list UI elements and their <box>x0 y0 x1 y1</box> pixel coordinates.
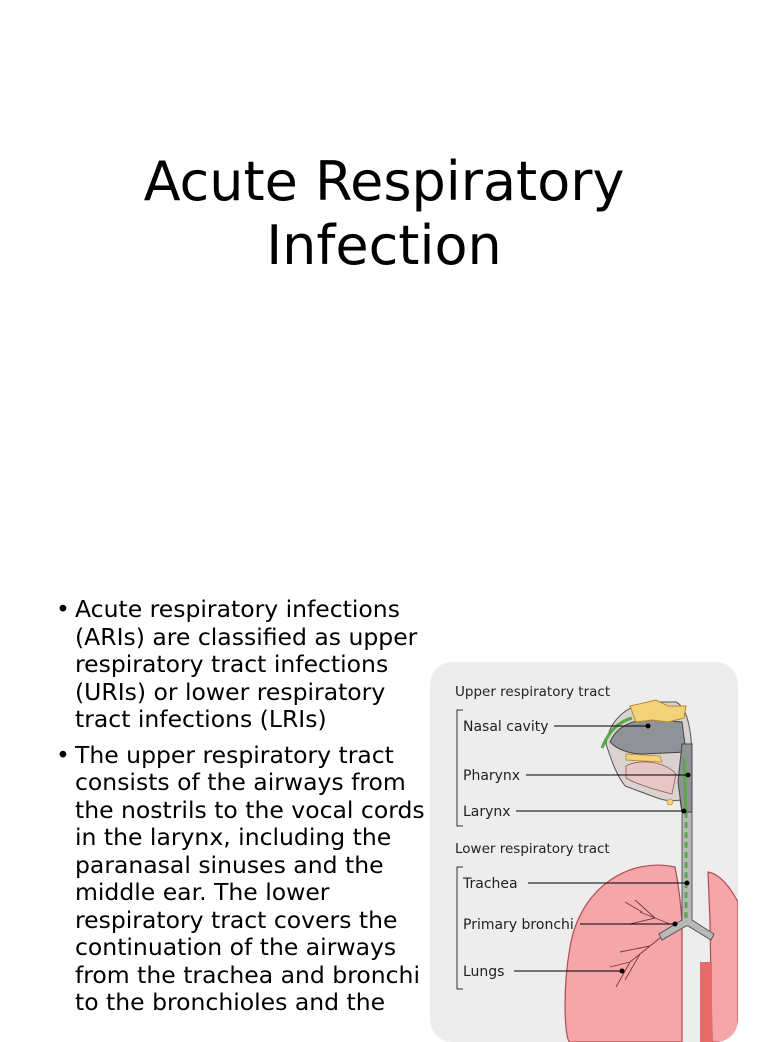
bullet-text: Acute respiratory infections (ARIs) are … <box>75 595 418 733</box>
palate-bone-shape <box>625 753 663 763</box>
point-lungs <box>619 968 625 974</box>
hyoid-bone <box>666 798 674 806</box>
slide-title-line-2: Infection <box>266 214 502 277</box>
bullet-item: • The upper respiratory tract consists o… <box>56 740 426 1017</box>
point-pharynx <box>685 772 691 778</box>
label-larynx: Larynx <box>463 804 511 820</box>
bullet-text: The upper respiratory tract consists of … <box>75 740 425 1016</box>
lower-tract-header: Lower respiratory tract <box>455 841 610 857</box>
nasal-mucosa <box>600 716 633 749</box>
bullet-item: • Acute respiratory infections (ARIs) ar… <box>56 595 426 734</box>
respiratory-tract-diagram: Upper respiratory tract Lower respirator… <box>430 662 738 1042</box>
point-trachea <box>684 880 690 886</box>
point-larynx <box>681 808 687 814</box>
upper-tract-bracket <box>456 709 463 827</box>
pharynx-mucosa <box>682 757 688 813</box>
label-lungs: Lungs <box>463 964 504 980</box>
diagram-canvas: Upper respiratory tract Lower respirator… <box>455 684 738 1042</box>
bullet-dot: • <box>56 740 70 769</box>
slide-title-line-1: Acute Respiratory <box>143 150 625 213</box>
tongue-shape <box>625 761 677 795</box>
nasal-cavity-shape <box>609 719 687 755</box>
right-lung-shape <box>707 871 738 1042</box>
point-primary-bronchi <box>672 921 678 927</box>
slide-title: Acute Respiratory Infection <box>0 150 768 278</box>
bronchial-tree <box>609 899 671 988</box>
point-nasal-cavity <box>645 723 651 729</box>
bullet-list: • Acute respiratory infections (ARIs) ar… <box>56 595 426 1025</box>
upper-tract-header: Upper respiratory tract <box>455 684 610 700</box>
skull-bone-shape <box>629 699 687 723</box>
label-nasal-cavity: Nasal cavity <box>463 719 549 735</box>
label-pharynx: Pharynx <box>463 768 520 784</box>
label-primary-bronchi: Primary bronchi <box>463 917 574 933</box>
label-trachea: Trachea <box>462 876 518 892</box>
bullet-dot: • <box>56 595 70 623</box>
lower-tract-bracket <box>456 866 463 990</box>
aorta-shape <box>700 962 712 1042</box>
left-lung-shape <box>564 864 683 1042</box>
